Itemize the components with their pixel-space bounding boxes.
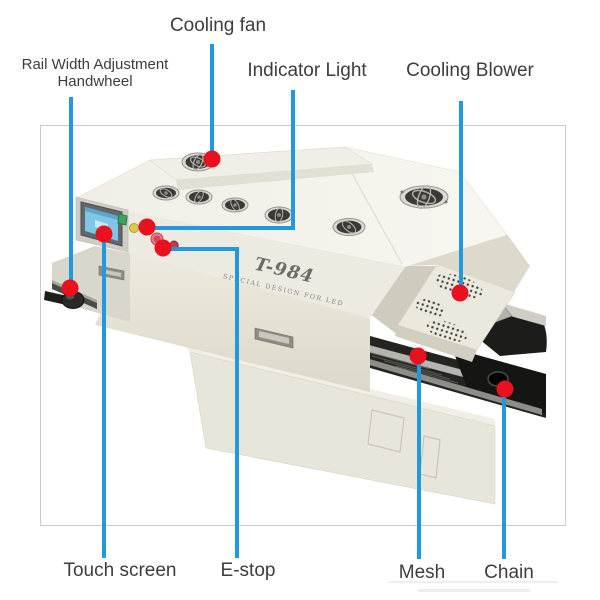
cooling-fan-grille	[181, 152, 215, 172]
outfeed-conveyor	[348, 330, 546, 418]
cooling-blower-label: Cooling Blower	[406, 60, 534, 81]
rail-label-line2: Handwheel	[57, 73, 133, 90]
outfeed-cut-face	[370, 266, 438, 338]
top-fan	[185, 189, 213, 205]
indicator-light-dot	[138, 218, 156, 236]
mesh-label: Mesh	[398, 562, 446, 583]
oven-bevel-panel	[128, 212, 405, 318]
chain-dot	[496, 380, 514, 398]
cooling-blower-dot	[451, 284, 469, 302]
touch-screen-dot	[95, 225, 113, 243]
oven-front-face	[95, 252, 370, 392]
conveyor-rail	[366, 358, 542, 415]
base-access-panel	[367, 409, 405, 453]
top-fan	[221, 197, 249, 213]
cooling-fan-housing-edge	[176, 164, 374, 190]
door-handles	[98, 265, 294, 349]
indicator-light-line	[150, 90, 295, 230]
rail-label-line1: Rail Width Adjustment	[21, 56, 169, 73]
fan-grilles	[152, 152, 449, 236]
cooling-fan-dot	[203, 150, 221, 168]
base-access-panel	[419, 435, 441, 479]
estop-label: E-stop	[220, 560, 276, 581]
indicator-light-lamp	[129, 223, 139, 233]
top-fan	[152, 185, 180, 201]
indicator-light-label: Indicator Light	[247, 60, 367, 81]
handwheel-dot	[61, 279, 79, 297]
callout-lines	[69, 44, 506, 559]
top-fan	[264, 206, 294, 224]
top-fan-large	[399, 184, 449, 210]
chain-label: Chain	[484, 562, 534, 583]
rail-width-handwheel-label: Rail Width Adjustment Handwheel	[5, 56, 185, 90]
oven-right-face	[405, 234, 530, 292]
estop-line	[163, 247, 239, 558]
watermark-remnant	[388, 581, 558, 592]
callout-dots	[61, 150, 514, 398]
estop-dot	[154, 239, 172, 257]
green-button	[117, 213, 128, 226]
cooling-blower-plate	[395, 263, 516, 362]
mesh-dot	[409, 347, 427, 365]
touch-screen-label: Touch screen	[63, 560, 177, 581]
top-fan	[332, 218, 366, 236]
cooling-fan-label: Cooling fan	[169, 15, 267, 36]
